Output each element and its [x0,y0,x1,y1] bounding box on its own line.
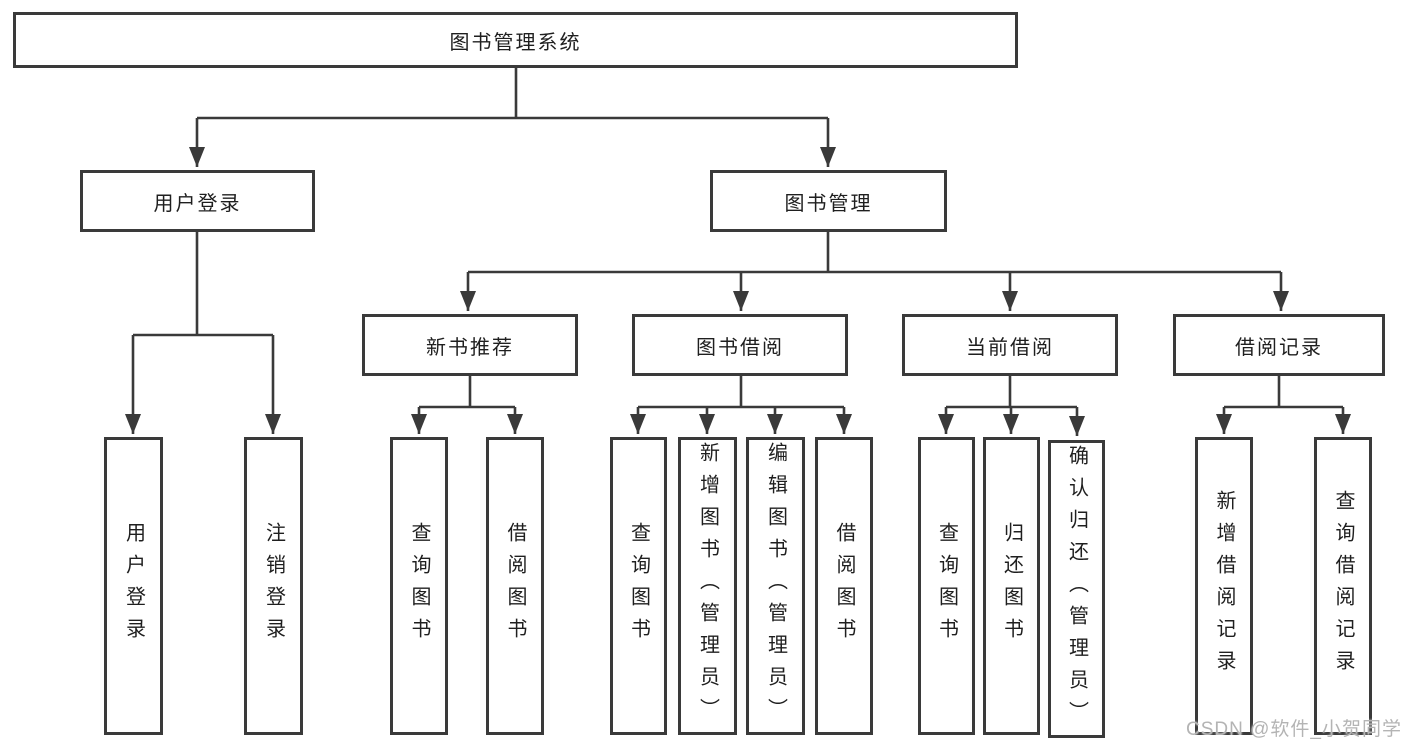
node-book-borrow: 图书借阅 [632,314,848,376]
leaf-label: 新增图书（管理员） [696,442,719,730]
leaf-label: 归还图书 [1000,522,1023,650]
leaf-borrow-books-recommend: 借阅图书 [486,437,544,735]
leaf-borrow-books: 借阅图书 [815,437,873,735]
node-user-login: 用户登录 [80,170,315,232]
leaf-logout: 注销登录 [244,437,303,735]
leaf-label: 注销登录 [262,522,285,650]
node-new-book-recommend: 新书推荐 [362,314,578,376]
leaf-label: 确认归还（管理员） [1065,445,1088,733]
leaf-label: 编辑图书（管理员） [764,442,787,730]
leaf-label: 查询图书 [408,522,430,650]
leaf-add-book-admin: 新增图书（管理员） [678,437,737,735]
leaf-label: 借阅图书 [504,522,526,650]
leaf-return-book: 归还图书 [983,437,1040,735]
leaf-label: 查询借阅记录 [1332,490,1354,682]
leaf-label: 借阅图书 [833,522,855,650]
leaf-label: 新增借阅记录 [1213,490,1235,682]
watermark: CSDN @软件_小贺同学 [1186,719,1402,740]
leaf-query-books-recommend: 查询图书 [390,437,448,735]
leaf-add-borrow-record: 新增借阅记录 [1195,437,1253,735]
leaf-query-books-current: 查询图书 [918,437,975,735]
leaf-confirm-return-admin: 确认归还（管理员） [1048,440,1105,738]
node-book-management: 图书管理 [710,170,947,232]
node-root: 图书管理系统 [13,12,1018,68]
leaf-edit-book-admin: 编辑图书（管理员） [746,437,805,735]
leaf-query-borrow-record: 查询借阅记录 [1314,437,1372,735]
leaf-label: 查询图书 [935,522,958,650]
node-borrow-records: 借阅记录 [1173,314,1385,376]
leaf-label: 查询图书 [627,522,650,650]
node-current-borrow: 当前借阅 [902,314,1118,376]
leaf-user-login: 用户登录 [104,437,163,735]
leaf-label: 用户登录 [122,522,145,650]
leaf-query-books-borrow: 查询图书 [610,437,667,735]
